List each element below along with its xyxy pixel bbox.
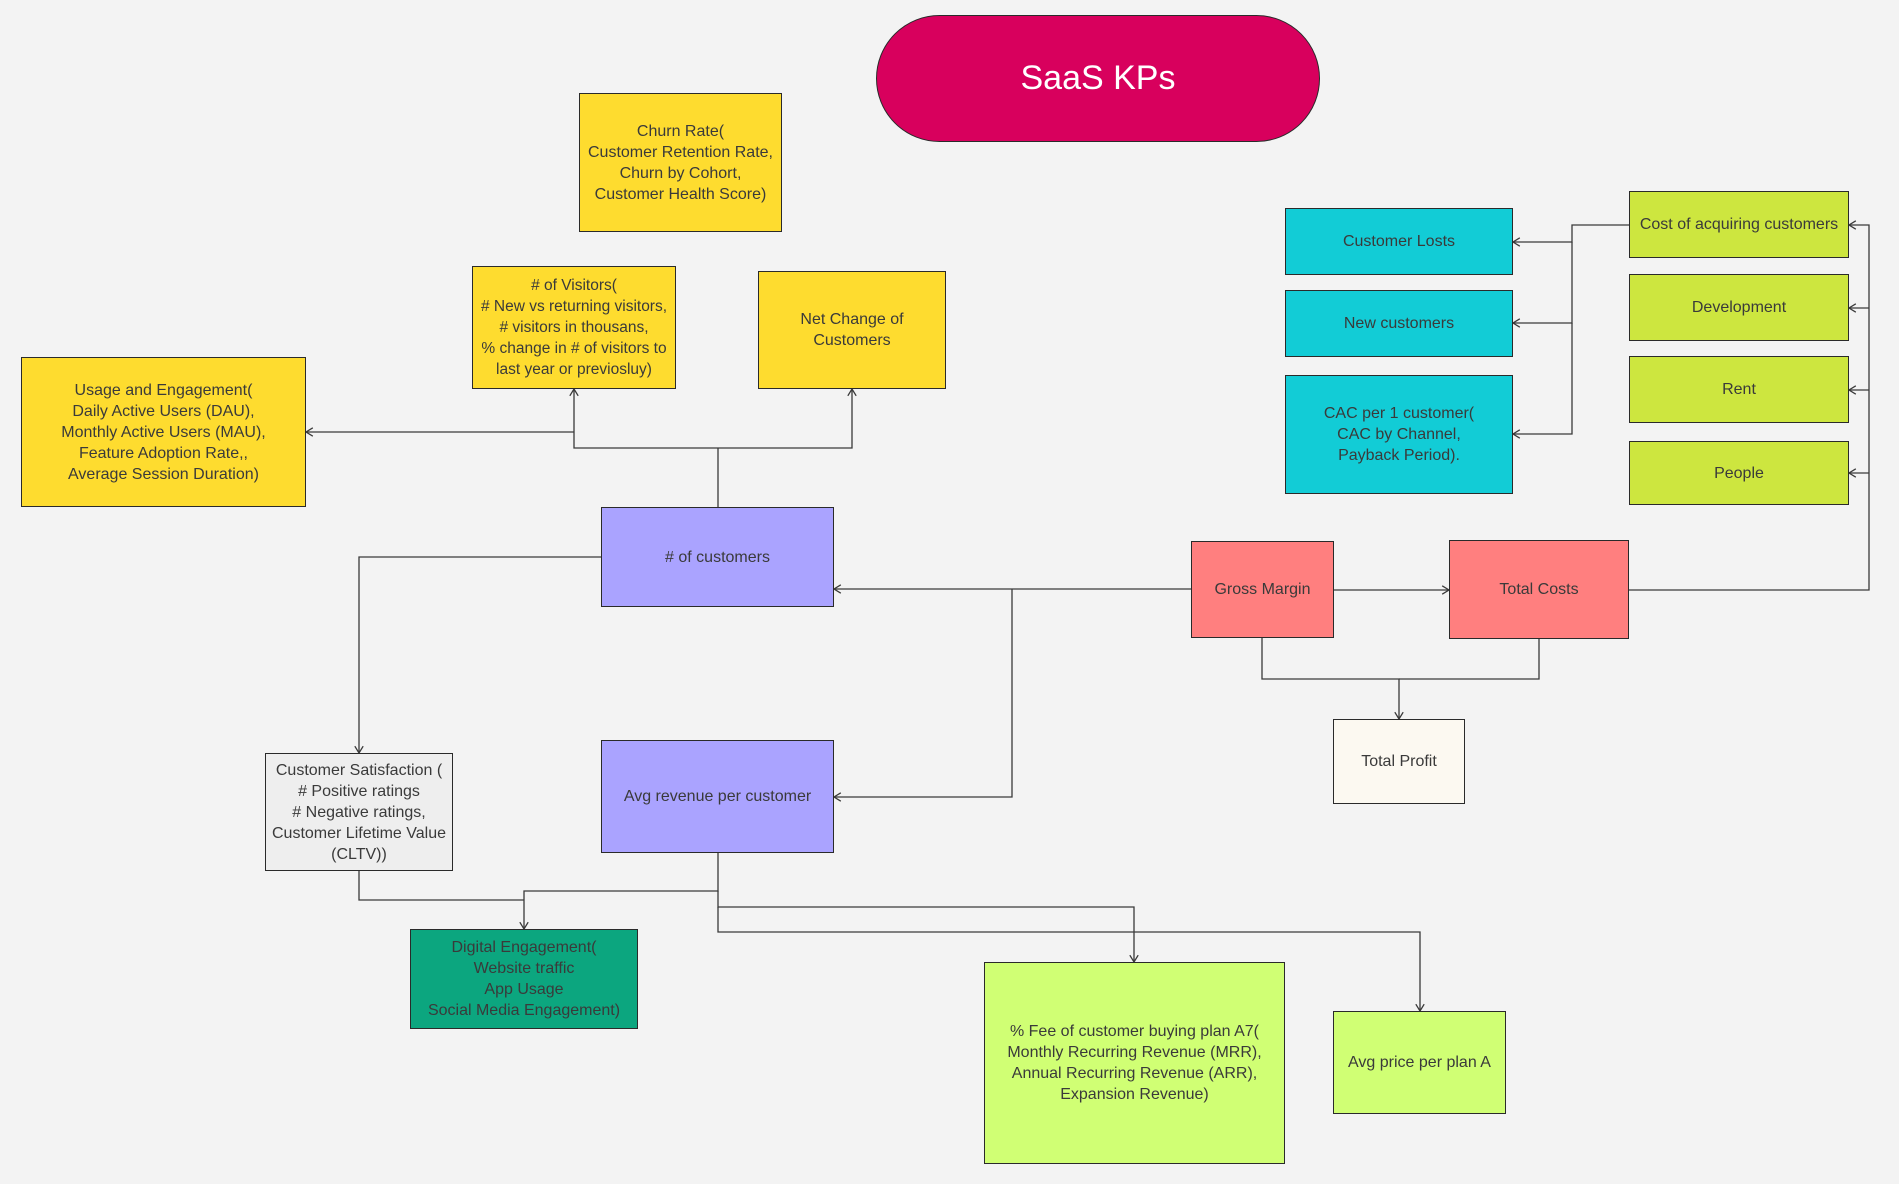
node-rent[interactable]: Rent	[1629, 356, 1849, 423]
node-fee-of-customer-buying-plan[interactable]: % Fee of customer buying plan A7( Monthl…	[984, 962, 1285, 1164]
edge-costs-to-profit	[1399, 639, 1540, 680]
node-digital-engagement[interactable]: Digital Engagement( Website traffic App …	[410, 929, 638, 1029]
node-usage-and-engagement[interactable]: Usage and Engagement( Daily Active Users…	[21, 357, 306, 507]
edge-avgrev-to-fee-arrowhead	[1129, 954, 1139, 964]
edge-satisfaction-to-digital	[358, 871, 524, 901]
edge-gross-to-customers-arrowhead	[832, 584, 842, 594]
edge-gross-to-profit-arrowhead	[1394, 711, 1404, 721]
edge-gross-to-profit	[1261, 638, 1400, 719]
edge-costs-to-acquiring-arrowhead	[1847, 220, 1857, 230]
edge-avgrev-to-avgprice-arrowhead	[1415, 1003, 1425, 1013]
edge-to-visitors-arrowhead	[569, 387, 579, 397]
edge-acquiring-to-cac	[1513, 323, 1573, 435]
edge-gross-to-avg-revenue-arrowhead	[832, 792, 842, 802]
node-total-costs[interactable]: Total Costs	[1449, 540, 1629, 639]
node-new-customers[interactable]: New customers	[1285, 290, 1513, 357]
node-avg-price-per-plan[interactable]: Avg price per plan A	[1333, 1011, 1506, 1114]
node-net-change-of-customers[interactable]: Net Change of Customers	[758, 271, 946, 389]
node-development[interactable]: Development	[1629, 274, 1849, 341]
node-cac-per-customer[interactable]: CAC per 1 customer( CAC by Channel, Payb…	[1285, 375, 1513, 494]
edge-costs-to-rent-arrowhead	[1847, 385, 1857, 395]
node-churn-rate[interactable]: Churn Rate( Customer Retention Rate, Chu…	[579, 93, 782, 232]
edge-costs-to-development-arrowhead	[1847, 303, 1857, 313]
edge-to-satisfaction-arrowhead	[354, 745, 364, 755]
edge-gross-to-avg-revenue	[834, 589, 1013, 798]
node-avg-revenue-per-customer[interactable]: Avg revenue per customer	[601, 740, 834, 853]
node-gross-margin[interactable]: Gross Margin	[1191, 541, 1334, 638]
node-visitors[interactable]: # of Visitors( # New vs returning visito…	[472, 266, 676, 389]
edge-to-net-change-arrowhead	[847, 387, 857, 397]
edge-acquiring-to-new	[1513, 242, 1573, 324]
edge-to-visitors	[573, 389, 718, 449]
edge-to-net-change	[718, 389, 853, 449]
edge-avgrev-to-fee	[717, 891, 1135, 962]
edge-gross-to-costs-arrowhead	[1441, 585, 1451, 595]
edge-avgrev-to-digital	[523, 853, 719, 929]
edge-acquiring-to-cac-arrowhead	[1511, 429, 1521, 439]
edge-to-usage-arrowhead	[304, 427, 314, 437]
edge-to-satisfaction	[358, 556, 601, 753]
node-customer-losts[interactable]: Customer Losts	[1285, 208, 1513, 275]
edge-acquiring-to-new-arrowhead	[1511, 318, 1521, 328]
node-people[interactable]: People	[1629, 441, 1849, 505]
diagram-title[interactable]: SaaS KPs	[876, 15, 1320, 142]
edge-costs-to-people-arrowhead	[1847, 468, 1857, 478]
node-customer-satisfaction[interactable]: Customer Satisfaction ( # Positive ratin…	[265, 753, 453, 871]
edge-avgrev-to-digital-arrowhead	[519, 921, 529, 931]
edge-acquiring-to-losts-arrowhead	[1511, 237, 1521, 247]
node-total-profit[interactable]: Total Profit	[1333, 719, 1465, 804]
edge-acquiring-to-losts	[1513, 224, 1629, 243]
node-cost-of-acquiring-customers[interactable]: Cost of acquiring customers	[1629, 191, 1849, 258]
node-number-of-customers[interactable]: # of customers	[601, 507, 834, 607]
